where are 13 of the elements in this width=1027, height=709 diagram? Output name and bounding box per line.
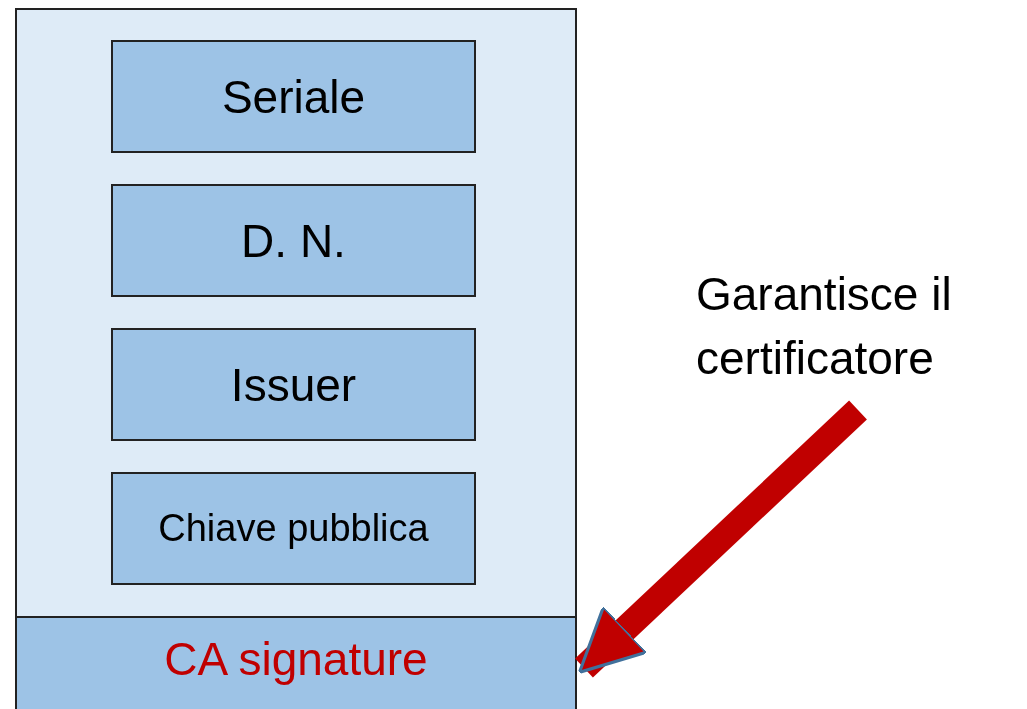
signature-label: CA signature xyxy=(164,632,428,686)
field-label: D. N. xyxy=(241,213,346,268)
certificate-box xyxy=(15,8,577,709)
field-box xyxy=(111,328,476,441)
field-label: Seriale xyxy=(221,69,366,124)
field-box xyxy=(111,472,476,585)
field-label: Chiave pubblica xyxy=(158,507,429,550)
field-box xyxy=(111,184,476,297)
arrow xyxy=(575,400,867,678)
signature-band xyxy=(15,616,577,709)
field-box xyxy=(111,40,476,153)
note-text: Garantisce il certificatore xyxy=(696,267,953,387)
field-label: Issuer xyxy=(230,357,357,412)
